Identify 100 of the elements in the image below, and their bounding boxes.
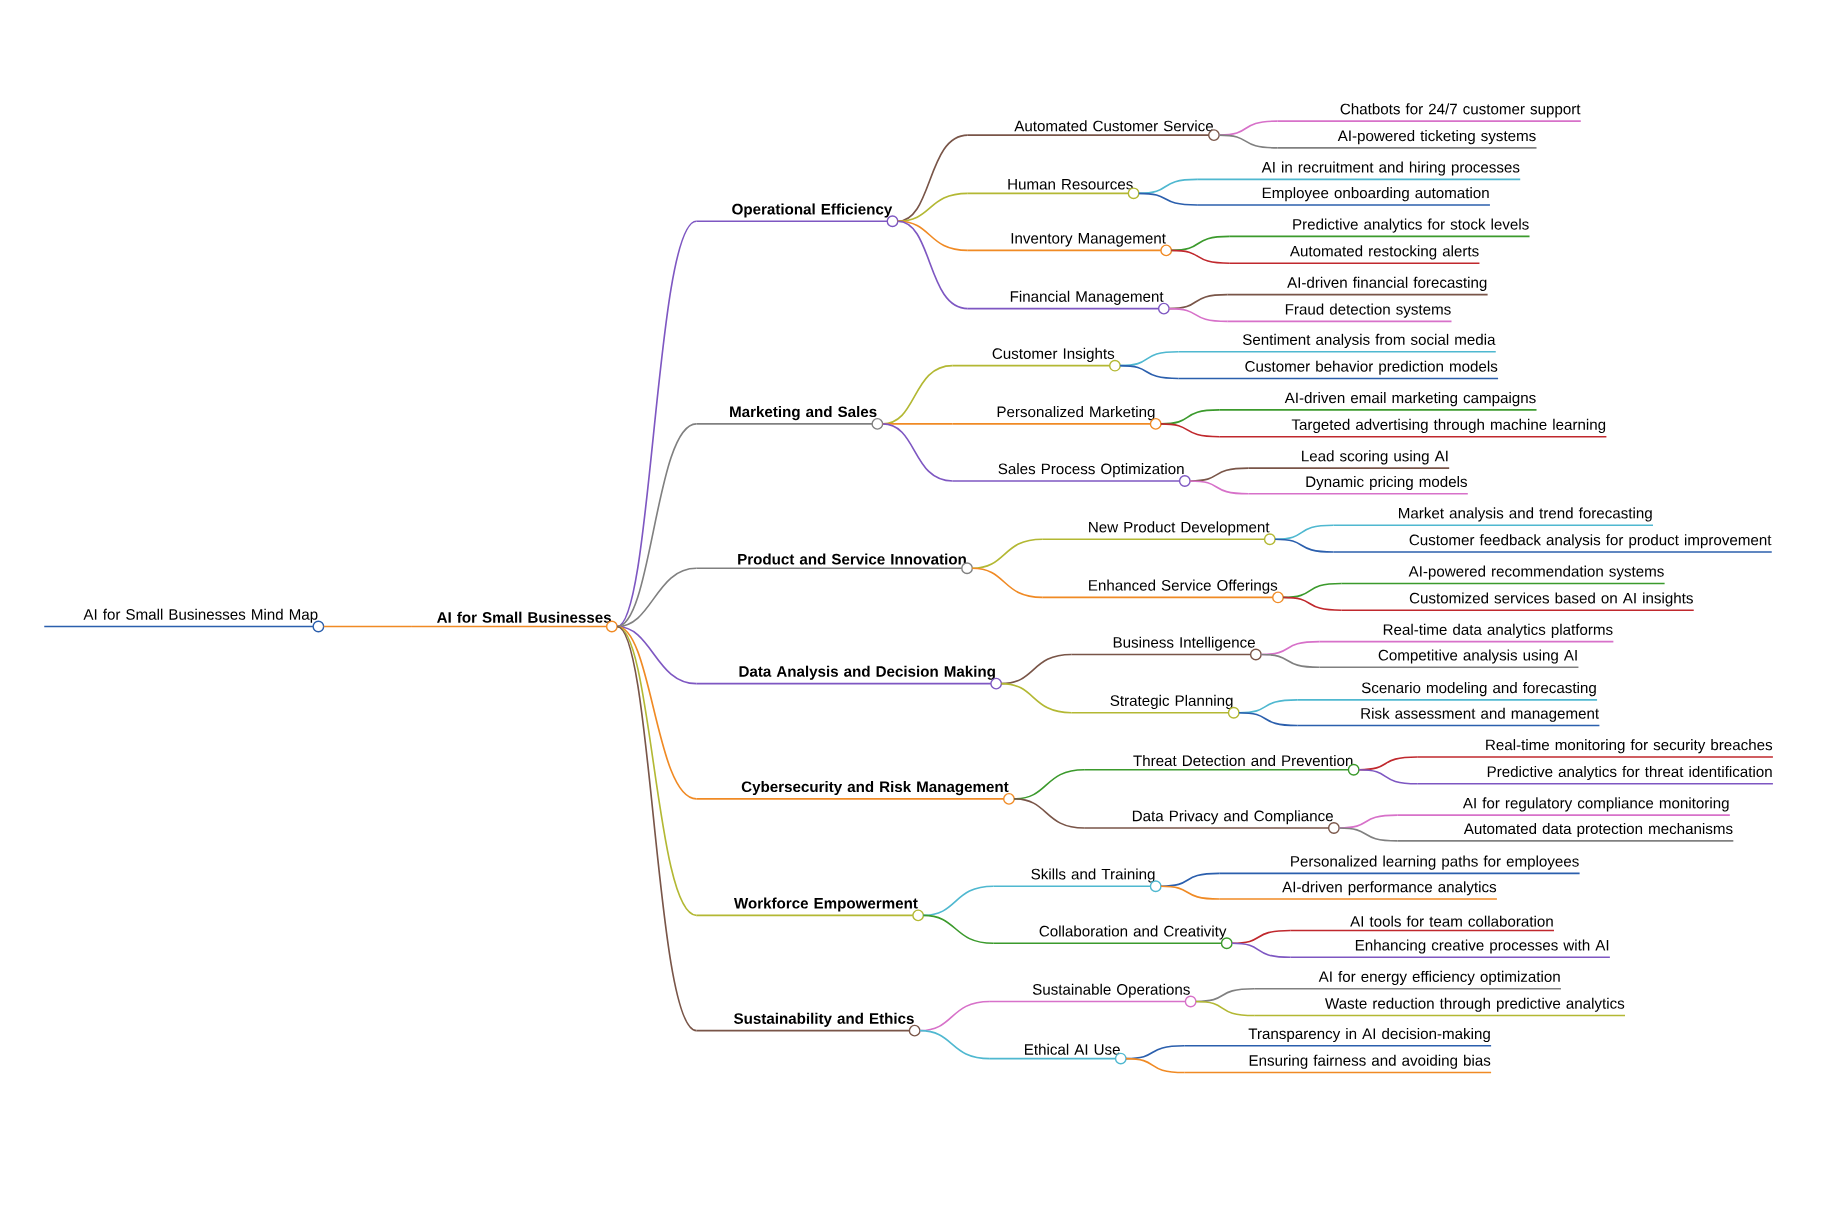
mind-map-node: Strategic Planning (1070, 694, 1240, 719)
mind-map-node: Customized services based on AI insights (1340, 592, 1695, 612)
connector (1119, 364, 1180, 380)
mind-map-node: Sustainability and Ethics (695, 1012, 921, 1037)
connector (1160, 423, 1221, 438)
mind-map-node: AI for Small Businesses Mind Map (43, 608, 325, 633)
mind-map-node: Customer Insights (951, 347, 1121, 372)
mind-map-node: Sustainable Operations (989, 983, 1197, 1008)
mind-map-node: AI for regulatory compliance monitoring (1396, 797, 1731, 817)
connector (1170, 249, 1231, 265)
mind-map-node: Lead scoring using AI (1247, 450, 1450, 470)
connector (922, 914, 995, 945)
mind-map-node: Marketing and Sales (695, 406, 884, 430)
mind-map-node: AI-driven performance analytics (1218, 881, 1498, 900)
mind-map-node: Automated restocking alerts (1228, 245, 1481, 265)
node-label: Sustainability and Ethics (733, 1012, 914, 1028)
mind-map-node: Real-time data analytics platforms (1318, 623, 1615, 643)
connector (881, 423, 954, 482)
connector (1195, 1000, 1256, 1017)
connector (1189, 480, 1250, 495)
connector (1168, 307, 1229, 323)
node-label: Data Privacy and Compliance (1132, 810, 1333, 825)
mind-map-node: AI in recruitment and hiring processes (1196, 161, 1522, 181)
node-label: Inventory Management (1011, 233, 1166, 247)
node-label: Strategic Planning (1110, 694, 1233, 710)
node-label: Business Intelligence (1113, 636, 1255, 651)
mind-map-node: AI tools for team collaboration (1289, 915, 1555, 932)
connector (1138, 178, 1198, 195)
mind-map-node: Workforce Empowerment (695, 897, 925, 922)
mind-map-node: AI-powered ticketing systems (1276, 130, 1538, 149)
mind-map-node: AI-driven email marketing campaigns (1218, 392, 1538, 411)
mind-map-node: Ensuring fairness and avoiding bias (1183, 1054, 1492, 1074)
mind-map-node: Chatbots for 24/7 customer support (1276, 103, 1582, 123)
connector (1160, 885, 1221, 900)
mind-map-node: Data Privacy and Compliance (1083, 810, 1340, 835)
connector (922, 885, 995, 917)
mind-map-node: Personalized learning paths for employees (1218, 855, 1581, 875)
node-label: Collaboration and Creativity (1039, 925, 1227, 940)
connector (1231, 929, 1292, 945)
node-label: AI for Small Businesses Mind Map (83, 608, 318, 623)
connector (1013, 798, 1085, 829)
mind-map-node: Cybersecurity and Risk Management (695, 781, 1015, 805)
mind-map-node: New Product Development (1041, 521, 1276, 546)
connector (896, 220, 969, 310)
node-label: Skills and Training (1031, 868, 1155, 883)
node-label: Human Resources (1008, 179, 1133, 190)
mind-map-node: Operational Efficiency (695, 203, 899, 228)
connector (896, 192, 969, 223)
connector (322, 625, 412, 628)
mind-map-node: Competitive analysis using AI (1318, 649, 1580, 669)
mind-map-node: Inventory Management (966, 233, 1173, 257)
mind-map-node: Risk assessment and management (1296, 707, 1601, 727)
mind-map-node: Threat Detection and Prevention (1083, 755, 1360, 776)
node-label: Ethical AI Use (1025, 1043, 1120, 1055)
connector (1338, 827, 1399, 842)
mind-map-node: Human Resources (966, 179, 1140, 200)
mind-map-node: Sales Process Optimization (951, 463, 1191, 487)
node-label: Sustainable Operations (1032, 983, 1190, 998)
node-label: Cybersecurity and Risk Management (741, 781, 1009, 796)
connector (896, 220, 969, 252)
mind-map-node: Employee onboarding automation (1196, 187, 1491, 206)
connector (1238, 712, 1299, 727)
mind-map-node: Enhancing creative processes with AI (1289, 939, 1611, 959)
mind-map-node: Predictive analytics for stock levels (1228, 218, 1531, 238)
node-label: Financial Management (1010, 290, 1164, 305)
mind-map-node: AI for energy efficiency optimization (1253, 970, 1562, 990)
mind-map-node: Enhanced Service Offerings (1041, 579, 1284, 604)
node-label: Personalized Marketing (997, 406, 1155, 421)
mind-map-node: Automated Customer Service (966, 120, 1220, 142)
mind-map-node: AI-driven financial forecasting (1226, 276, 1489, 296)
connector (616, 423, 698, 628)
node-label: Sales Process Optimization (998, 463, 1184, 478)
node-label: Threat Detection and Prevention (1133, 755, 1353, 767)
mind-map-node: Ethical AI Use (989, 1043, 1127, 1065)
mind-map-node: Business Intelligence (1070, 636, 1262, 661)
node-label: AI for Small Businesses (437, 611, 611, 623)
mind-map-node: AI for Small Businesses (410, 611, 618, 633)
mind-map-node: Market analysis and trend forecasting (1332, 507, 1654, 527)
connector (919, 1029, 991, 1060)
node-label: Operational Efficiency (732, 203, 893, 218)
mind-map-node: Dynamic pricing models (1247, 476, 1469, 495)
mind-map-node: Transparency in AI decision-making (1183, 1028, 1492, 1047)
node-label: Automated Customer Service (1014, 120, 1213, 132)
mind-map-node: Collaboration and Creativity (992, 925, 1233, 950)
connector (1274, 538, 1335, 553)
node-label: Enhanced Service Offerings (1089, 579, 1278, 594)
mind-map-node: Automated data protection mechanisms (1396, 823, 1735, 842)
connector (1138, 192, 1198, 206)
mind-map-node: Sentiment analysis from social media (1177, 333, 1497, 353)
mind-map-node: Real-time monitoring for security breaches (1416, 739, 1774, 758)
mind-map-node: Data Analysis and Decision Making (695, 665, 1003, 690)
mind-map-node: Targeted advertising through machine learning (1218, 418, 1608, 438)
node-label: Product and Service Innovation (738, 553, 966, 565)
mind-map-node: Skills and Training (992, 868, 1162, 893)
connector (1218, 134, 1279, 149)
connector (1231, 942, 1292, 959)
node-label: New Product Development (1089, 521, 1270, 536)
connector (1125, 1057, 1186, 1074)
mind-map-node: Personalized Marketing (951, 406, 1162, 430)
mind-map-node: Customer feedback analysis for product improvement (1332, 534, 1773, 553)
